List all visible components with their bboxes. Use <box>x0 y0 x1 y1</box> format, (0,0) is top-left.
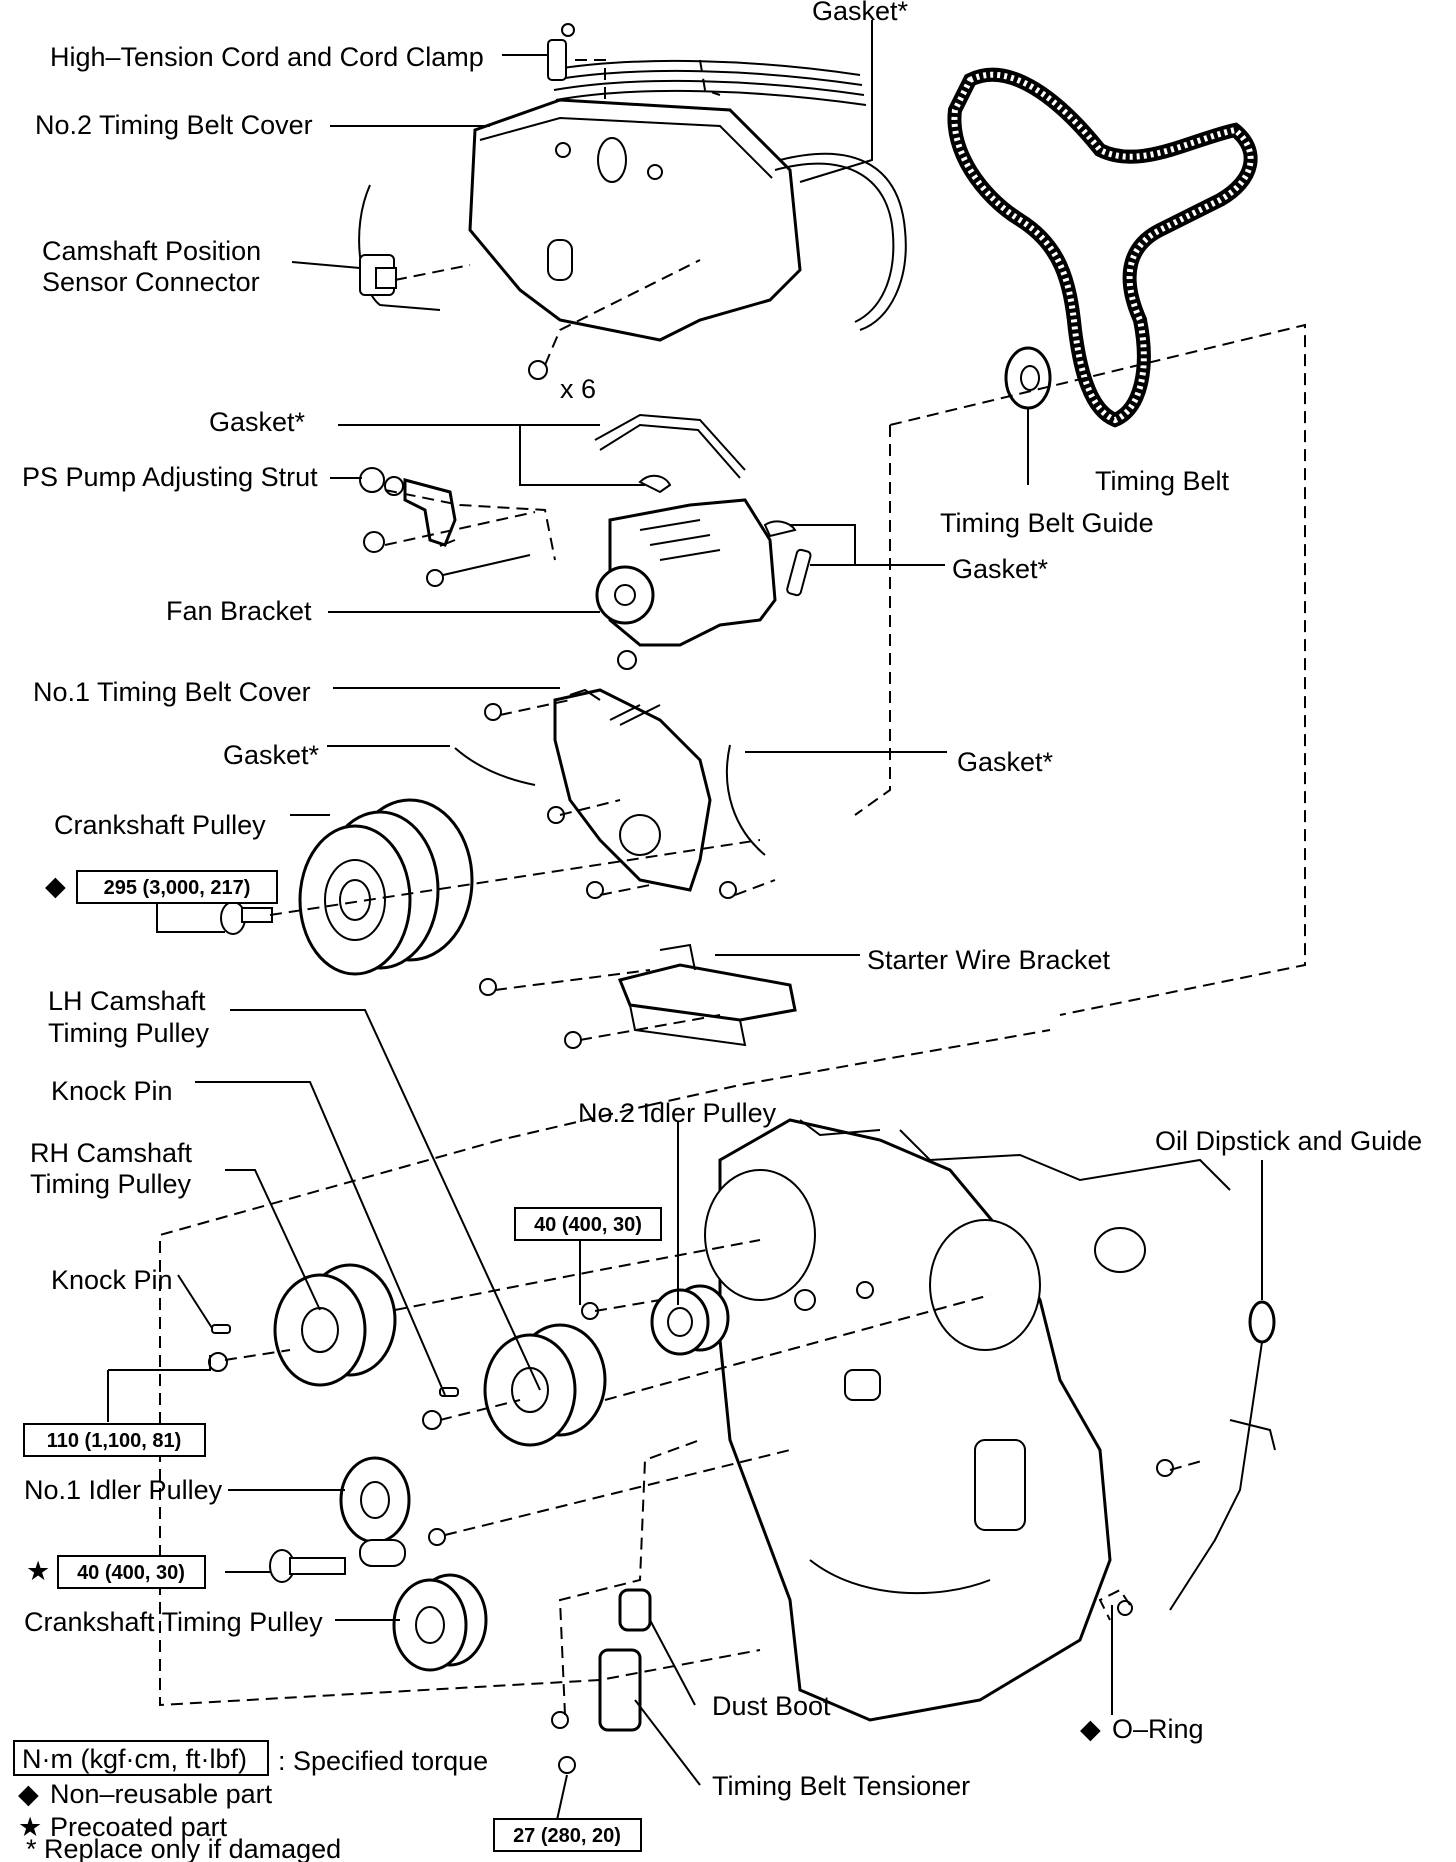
label-fan-bracket: Fan Bracket <box>166 596 312 626</box>
o-ring-non-reusable-symbol: ◆ <box>1080 1714 1101 1744</box>
torque-box-cam-pulley <box>23 1423 206 1457</box>
label-lh-cam-line2: Timing Pulley <box>48 1018 210 1048</box>
label-ps-pump-strut: PS Pump Adjusting Strut <box>22 462 318 492</box>
cover-bolt-drawing <box>528 360 548 380</box>
label-no1-idler-pulley: No.1 Idler Pulley <box>24 1475 223 1505</box>
precoated-symbol: ★ <box>26 1556 50 1586</box>
no1-cover-gasket-left-drawing <box>454 747 536 786</box>
label-high-tension-cord: High–Tension Cord and Cord Clamp <box>50 42 484 72</box>
timing-belt-tensioner-drawing <box>551 1588 652 1774</box>
lh-cam-pulley-drawing <box>422 1323 607 1447</box>
crankshaft-pulley-drawing <box>220 798 474 976</box>
crank-timing-pulley-drawing <box>392 1573 488 1672</box>
legend-unit-desc: : Specified torque <box>278 1746 488 1776</box>
label-gasket-3: Gasket* <box>952 554 1049 584</box>
label-cam-sensor-line1: Camshaft Position <box>42 236 261 266</box>
label-crank-timing-pulley: Crankshaft Timing Pulley <box>24 1607 323 1637</box>
label-oil-dipstick: Oil Dipstick and Guide <box>1155 1126 1422 1156</box>
label-timing-belt-guide: Timing Belt Guide <box>940 508 1154 538</box>
torque-no1-idler: 40 (400, 30) <box>77 1562 185 1584</box>
label-gasket-4: Gasket* <box>223 740 320 770</box>
label-cam-sensor-line2: Sensor Connector <box>42 267 260 297</box>
label-starter-wire-bracket: Starter Wire Bracket <box>867 945 1111 975</box>
label-rh-cam-line2: Timing Pulley <box>30 1169 192 1199</box>
label-gasket-2: Gasket* <box>209 407 306 437</box>
label-o-ring: O–Ring <box>1112 1714 1204 1744</box>
leader-lines <box>107 20 1263 1821</box>
legend-precoated-text: Precoated part <box>50 1812 228 1842</box>
label-gasket-top: Gasket* <box>812 0 909 26</box>
torque-box-crank-pulley <box>76 870 278 904</box>
torque-box-no1-idler <box>57 1555 206 1589</box>
legend-unit-box <box>13 1740 269 1776</box>
label-knock-pin-2: Knock Pin <box>51 1265 173 1295</box>
torque-tensioner: 27 (280, 20) <box>513 1825 621 1847</box>
timing-belt-guide-drawing <box>1004 346 1052 410</box>
torque-crank-pulley: 295 (3,000, 217) <box>104 877 251 899</box>
cam-sensor-connector-drawing <box>358 184 441 311</box>
label-knock-pin-1: Knock Pin <box>51 1076 173 1106</box>
label-timing-belt: Timing Belt <box>1095 466 1230 496</box>
label-crankshaft-pulley: Crankshaft Pulley <box>54 810 266 840</box>
starter-wire-bracket-drawing <box>479 943 797 1049</box>
torque-cam-pulley: 110 (1,100, 81) <box>47 1430 182 1452</box>
no1-cover-gasket-right-drawing <box>726 744 766 856</box>
legend-replace-text: * Replace only if damaged <box>26 1834 341 1862</box>
high-tension-cord-drawing <box>547 23 867 106</box>
legend-non-reusable-text: Non–reusable part <box>50 1779 273 1809</box>
label-no2-idler-pulley: No.2 Idler Pulley <box>578 1098 777 1128</box>
gasket-strip-drawing <box>594 413 746 471</box>
torque-box-no2-idler <box>514 1207 662 1241</box>
legend: N·m (kgf·cm, ft·lbf) : Specified torque … <box>13 1740 488 1862</box>
no2-idler-pulley-drawing <box>581 1284 730 1356</box>
label-timing-belt-tensioner: Timing Belt Tensioner <box>712 1771 970 1801</box>
no1-timing-belt-cover-drawing <box>484 688 737 899</box>
label-no1-timing-belt-cover: No.1 Timing Belt Cover <box>33 677 311 707</box>
label-no2-timing-belt-cover: No.2 Timing Belt Cover <box>35 110 313 140</box>
label-rh-cam-line1: RH Camshaft <box>30 1138 193 1168</box>
non-reusable-symbol: ◆ <box>45 871 66 901</box>
timing-belt-drawing <box>947 67 1258 428</box>
no2-timing-belt-cover-drawing <box>468 98 802 342</box>
oil-dipstick-drawing <box>1117 1300 1276 1616</box>
top-cover-gasket-drawing <box>779 152 907 331</box>
torque-box-tensioner <box>493 1818 642 1852</box>
label-x6: x 6 <box>560 374 596 404</box>
fan-bracket-drawing <box>426 498 777 670</box>
rh-cam-pulley-drawing <box>208 1263 397 1387</box>
no1-idler-pulley-drawing <box>269 1456 446 1583</box>
label-lh-cam-line1: LH Camshaft <box>48 986 206 1016</box>
label-gasket-5: Gasket* <box>957 747 1054 777</box>
torque-no2-idler: 40 (400, 30) <box>534 1214 642 1236</box>
legend-precoated-symbol: ★ <box>18 1812 42 1842</box>
assembly-lines <box>159 59 1306 1716</box>
legend-non-reusable-symbol: ◆ <box>18 1779 39 1809</box>
engine-block-drawing <box>704 1118 1231 1722</box>
label-dust-boot: Dust Boot <box>712 1691 831 1721</box>
legend-unit-text: N·m (kgf·cm, ft·lbf) <box>22 1744 247 1774</box>
